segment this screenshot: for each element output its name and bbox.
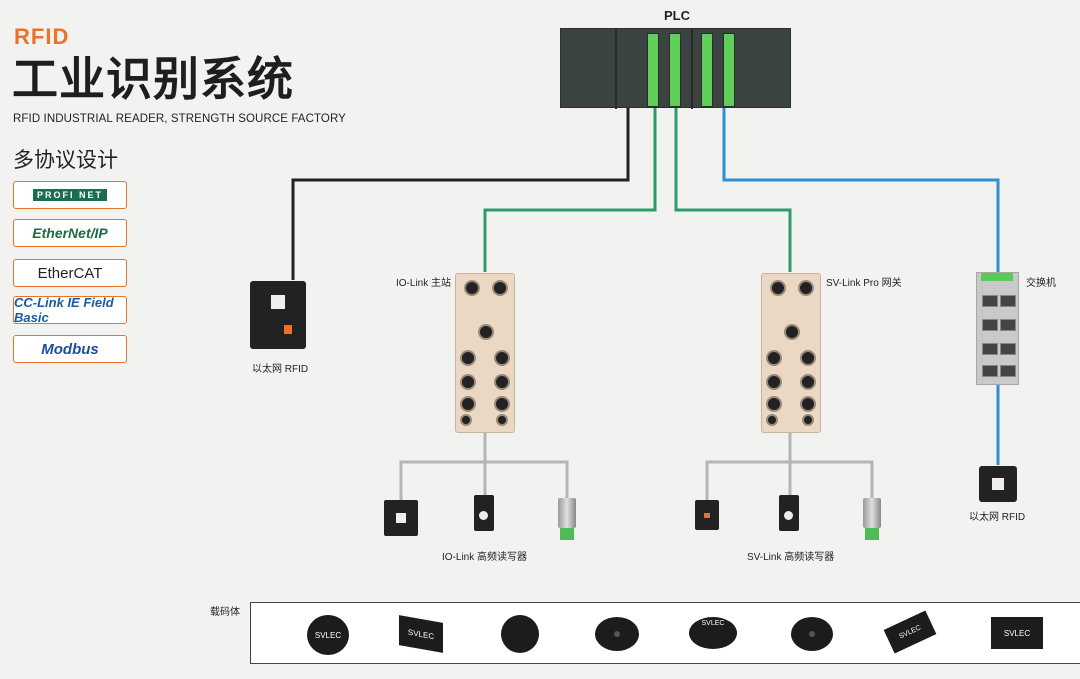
page-subtitle: RFID INDUSTRIAL READER, STRENGTH SOURCE …: [13, 113, 346, 125]
svlink-gateway-module: [761, 273, 821, 433]
plc-slot: [669, 33, 681, 107]
plc-slot: [647, 33, 659, 107]
ethernet-reader-left-label: 以太网 RFID: [252, 364, 309, 375]
line-svlink-branch: [705, 460, 874, 500]
ethernet-ip-logo: EtherNet/IP: [32, 225, 108, 241]
line-iolink-branch: [399, 460, 569, 500]
rfid-tag-coin: [595, 617, 639, 651]
switch-terminal-icon: [981, 273, 1013, 281]
protocol-badge-cc-link: CC-Link IE Field Basic: [13, 295, 127, 325]
line-plc-to-switch: [722, 108, 1000, 272]
protocol-badge-ethercat: EtherCAT: [13, 259, 127, 287]
rfid-tag-coin-labeled: SVLEC: [689, 617, 737, 649]
profinet-logo: PROFI NET: [32, 189, 107, 201]
rfid-tag-coin-small: [791, 617, 833, 651]
cc-link-logo: CC-Link IE Field Basic: [14, 295, 114, 325]
protocol-badge-modbus: Modbus: [13, 335, 127, 363]
plc-device: [560, 28, 791, 109]
ethernet-reader-right-label: 以太网 RFID: [969, 512, 1026, 523]
iolink-master-label: IO-Link 主站: [396, 278, 452, 289]
ethernet-rfid-reader-right: [979, 466, 1017, 502]
svlink-reader-compact: [779, 495, 799, 531]
iolink-reader-square: [384, 500, 418, 536]
line-plc-to-ethernet-reader: [291, 108, 630, 280]
modbus-logo: Modbus: [41, 340, 99, 358]
plc-label: PLC: [664, 8, 690, 23]
line-plc-to-iolink-master: [483, 108, 657, 272]
carrier-panel: SVLEC SVLEC SVLEC SVLEC SVLEC: [250, 602, 1080, 664]
network-switch: [976, 272, 1019, 385]
line-plc-to-svlink-gateway: [674, 108, 792, 272]
svlink-gateway-label: SV-Link Pro 网关: [826, 278, 902, 289]
svlink-readers-label: SV-Link 高频读写器: [747, 552, 835, 563]
svlink-reader-square: [695, 500, 719, 530]
iolink-readers-label: IO-Link 高频读写器: [442, 552, 528, 563]
rfid-tag-disc: [501, 615, 539, 653]
reader-logo-icon: [271, 295, 285, 309]
rfid-tag-card: SVLEC: [991, 617, 1043, 649]
rfid-tag-cylinder: SVLEC: [307, 615, 349, 655]
page-title: 工业识别系统: [12, 53, 294, 105]
iolink-master-module: [455, 273, 515, 433]
iolink-reader-compact: [474, 495, 494, 531]
iolink-reader-cylinder: [558, 498, 576, 540]
ethercat-logo: EtherCAT: [37, 264, 103, 282]
reader-logo-icon: [992, 478, 1004, 490]
plc-slot: [701, 33, 713, 107]
rfid-tag-plate: SVLEC: [883, 610, 937, 654]
section-heading: 多协议设计: [13, 149, 118, 172]
plc-slot: [723, 33, 735, 107]
protocol-badge-ethernet-ip: EtherNet/IP: [13, 219, 127, 247]
ethernet-rfid-reader-left: [250, 281, 306, 349]
status-led-icon: [284, 325, 292, 334]
svlink-reader-cylinder: [863, 498, 881, 540]
protocol-badge-profinet: PROFI NET: [13, 181, 127, 209]
switch-label: 交换机: [1026, 278, 1056, 289]
brand-label: RFID: [14, 24, 70, 49]
rfid-tag-block: SVLEC: [399, 615, 443, 653]
carrier-label: 载码体: [210, 607, 240, 618]
